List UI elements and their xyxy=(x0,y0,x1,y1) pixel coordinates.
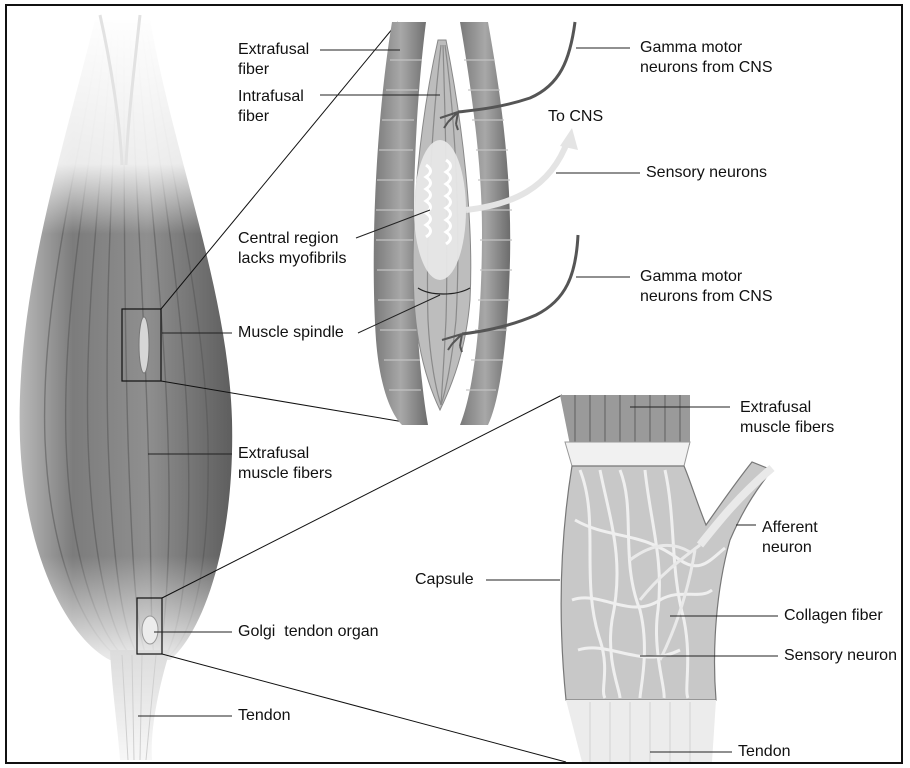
label-line: Intrafusal xyxy=(238,87,304,107)
label-tendon-right: Tendon xyxy=(738,742,791,762)
label-line: lacks myofibrils xyxy=(238,249,346,269)
muscle-spindle-mini xyxy=(139,317,149,373)
label-line: Extrafusal xyxy=(238,40,309,60)
label-sensory-neurons: Sensory neurons xyxy=(646,163,767,183)
label-extrafusal-muscle-fibers-right: Extrafusal muscle fibers xyxy=(740,398,834,438)
label-line: neurons from CNS xyxy=(640,287,773,307)
label-tendon-left: Tendon xyxy=(238,706,291,726)
label-line: neurons from CNS xyxy=(640,58,773,78)
label-golgi-tendon-organ: Golgi tendon organ xyxy=(238,622,379,642)
label-extrafusal-fiber: Extrafusal fiber xyxy=(238,40,309,80)
label-capsule: Capsule xyxy=(415,570,474,590)
label-extrafusal-muscle-fibers-left: Extrafusal muscle fibers xyxy=(238,444,332,484)
label-muscle-spindle: Muscle spindle xyxy=(238,323,344,343)
label-line: fiber xyxy=(238,107,304,127)
whole-muscle xyxy=(0,10,250,760)
label-collagen-fiber: Collagen fiber xyxy=(784,606,883,626)
label-line: Extrafusal xyxy=(740,398,834,418)
label-line: Central region xyxy=(238,229,346,249)
golgi-organ-mini xyxy=(142,616,158,644)
golgi-detail xyxy=(560,395,772,762)
label-line: Afferent xyxy=(762,518,818,538)
label-line: Gamma motor xyxy=(640,38,773,58)
label-line: Gamma motor xyxy=(640,267,773,287)
label-gamma-motor-top: Gamma motor neurons from CNS xyxy=(640,38,773,78)
label-line: fiber xyxy=(238,60,309,80)
label-intrafusal-fiber: Intrafusal fiber xyxy=(238,87,304,127)
label-gamma-motor-bottom: Gamma motor neurons from CNS xyxy=(640,267,773,307)
label-sensory-neuron: Sensory neuron xyxy=(784,646,897,666)
spindle-detail xyxy=(374,22,578,425)
muscle-fade-overlay xyxy=(0,10,250,710)
label-line: Extrafusal xyxy=(238,444,332,464)
label-afferent-neuron: Afferent neuron xyxy=(762,518,818,558)
label-line: neuron xyxy=(762,538,818,558)
label-to-cns: To CNS xyxy=(548,107,603,127)
label-line: muscle fibers xyxy=(238,464,332,484)
label-line: muscle fibers xyxy=(740,418,834,438)
label-central-region: Central region lacks myofibrils xyxy=(238,229,346,269)
